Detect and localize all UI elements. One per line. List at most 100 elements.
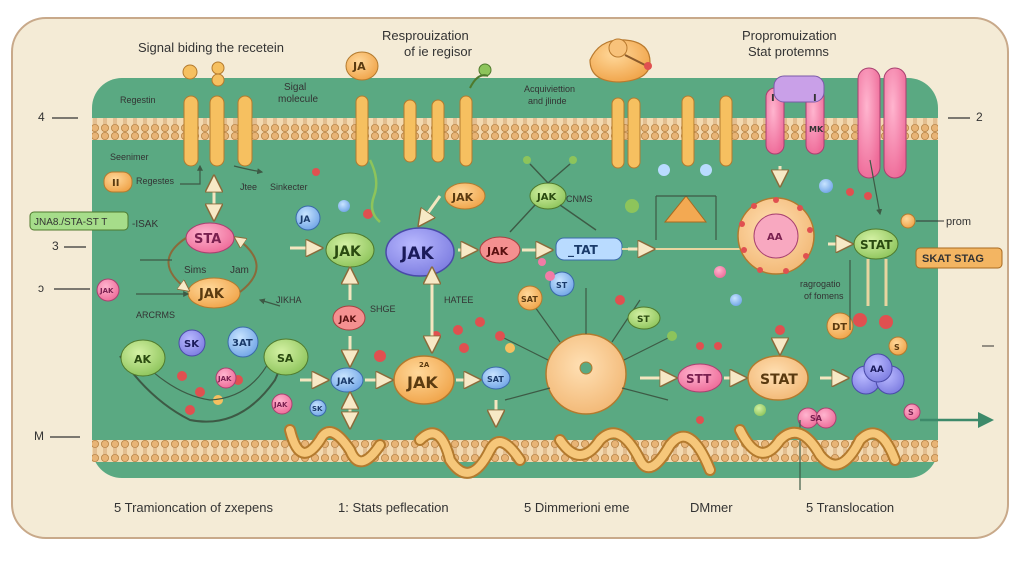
label-shge: SHGE <box>370 304 396 314</box>
svg-text:S: S <box>908 408 914 417</box>
svg-text:S: S <box>894 343 900 352</box>
svg-text:SK: SK <box>184 339 200 350</box>
cycle-arrows <box>167 238 258 293</box>
label-isak: -ISAK <box>132 219 158 230</box>
dot-prom <box>900 213 916 229</box>
nucleus-pores <box>739 197 813 274</box>
side-label-2: 2 <box>976 110 983 124</box>
svg-text:2A: 2A <box>419 361 430 369</box>
step-label-1: 5 Tramioncation of zxepens <box>114 500 273 515</box>
svg-text:JAK: JAK <box>217 375 232 383</box>
transmembrane-tubes <box>284 424 901 479</box>
jak-sta-box: JNA8./STA-ST T <box>29 211 129 231</box>
label-hatee: HATEE <box>444 295 473 305</box>
node-sk-blue: SK <box>178 329 206 357</box>
label-ragrogation-2: of fomens <box>804 291 844 301</box>
node-sat-orange: SAT <box>517 285 543 311</box>
svg-text:DT: DT <box>832 322 847 333</box>
svg-text:AA: AA <box>767 232 783 243</box>
svg-text:JAK: JAK <box>99 287 114 295</box>
skat-stag-box: SKAT STAG <box>915 247 1003 269</box>
svg-text:JAK: JAK <box>451 191 474 204</box>
node-jak-orange-mid: JAK <box>444 182 486 210</box>
label-sims: Sims <box>184 265 206 276</box>
side-markers: 4 3 ɔ M 2 <box>34 110 983 443</box>
svg-text:JAK: JAK <box>198 287 225 302</box>
node-sta-pink: STA <box>185 222 235 254</box>
node-jak-bottom: 2A JAK <box>393 355 455 405</box>
signal-squiggle <box>368 159 381 223</box>
node-stat-big: STAT <box>747 355 809 401</box>
svg-text:JA: JA <box>352 60 366 73</box>
svg-text:JNA8./STA-ST T: JNA8./STA-ST T <box>34 217 107 228</box>
node-sat-blue: SAT <box>481 366 511 390</box>
side-label-3: 3 <box>52 239 59 253</box>
side-label-m: M <box>34 429 44 443</box>
label-regestes: Regestes <box>136 176 175 186</box>
label-arcrms: ARCRMS <box>136 310 175 320</box>
node-mk: MK <box>809 125 824 134</box>
svg-text:SA: SA <box>277 352 294 365</box>
node-jak-red-mid: JAK <box>479 236 521 264</box>
label-acquiviction-1: Acquiviettion <box>524 84 575 94</box>
label-resprouization-1: Resprouization <box>382 28 469 43</box>
label-jikha: JIKHA <box>276 295 302 305</box>
node-sa-cluster: SA <box>797 407 837 429</box>
svg-text:JAK: JAK <box>486 245 509 258</box>
node-jak-pink-left: JAK <box>96 278 120 302</box>
svg-text:STT: STT <box>686 372 712 386</box>
svg-text:AA: AA <box>870 365 884 375</box>
label-signal-binding: Signal biding the recetein <box>138 40 284 55</box>
svg-text:JAK: JAK <box>338 315 357 325</box>
node-ja-small: JA <box>295 205 321 231</box>
step-label-5: 5 Translocation <box>806 500 894 515</box>
svg-text:SAT: SAT <box>521 295 538 304</box>
node-dt: DT <box>826 312 854 340</box>
receptor-group-right <box>611 67 907 179</box>
label-seenimer: Seenimer <box>110 152 149 162</box>
svg-text:JAK: JAK <box>273 401 288 409</box>
svg-text:STAT: STAT <box>860 238 893 252</box>
step-label-2: 1: Stats peflecation <box>338 500 449 515</box>
receptor-group-mid <box>355 63 492 167</box>
node-s-pink: S <box>903 403 921 421</box>
side-label-4: 4 <box>38 110 45 124</box>
label-resprouization-2: of ie regisor <box>404 44 473 59</box>
svg-text:SA: SA <box>810 414 823 423</box>
svg-text:AK: AK <box>134 353 152 366</box>
svg-text:ST: ST <box>637 315 650 325</box>
svg-text:JAK: JAK <box>406 373 438 392</box>
label-jtee: Jtee <box>240 182 257 192</box>
svg-text:JA: JA <box>299 215 310 225</box>
node-jak-pink-bottom: JAK <box>271 393 293 415</box>
dot-branch-2 <box>569 156 577 164</box>
label-sinkecter: Sinkecter <box>270 182 308 192</box>
scattered-dots <box>177 164 893 424</box>
node-st-green: ST <box>627 306 661 330</box>
node-i-pink: I <box>771 93 775 104</box>
svg-text:JAK: JAK <box>400 244 434 264</box>
label-proprouization-1: Propromuization <box>742 28 837 43</box>
svg-text:ST: ST <box>556 281 568 290</box>
receptor-group-left <box>182 61 253 167</box>
node-stt-pink: STT <box>677 363 723 393</box>
ligand-blob <box>589 38 652 83</box>
step-label-4: DMmer <box>690 500 733 515</box>
svg-text:_TAT: _TAT <box>568 243 599 258</box>
svg-text:JAK: JAK <box>536 192 557 203</box>
svg-text:SAT: SAT <box>487 375 504 384</box>
label-ragrogation-1: ragrogatio <box>800 279 841 289</box>
node-i-blue: I <box>813 93 817 104</box>
node-st-small: ST <box>549 271 575 297</box>
svg-text:STAT: STAT <box>760 372 798 388</box>
step-label-3: 5 Dimmerioni eme <box>524 500 629 515</box>
process-arrows <box>214 166 850 426</box>
node-sa-green: SA <box>263 338 309 376</box>
node-jak-green: JAK <box>325 232 375 268</box>
node-ja-top: JA <box>345 51 379 81</box>
svg-text:SKAT STAG: SKAT STAG <box>922 253 984 265</box>
svg-text:JAK: JAK <box>333 244 362 260</box>
node-sat-dark: 3AT <box>227 326 259 358</box>
svg-text:JAK: JAK <box>336 377 355 387</box>
label-cnms: CNMS <box>566 194 593 204</box>
